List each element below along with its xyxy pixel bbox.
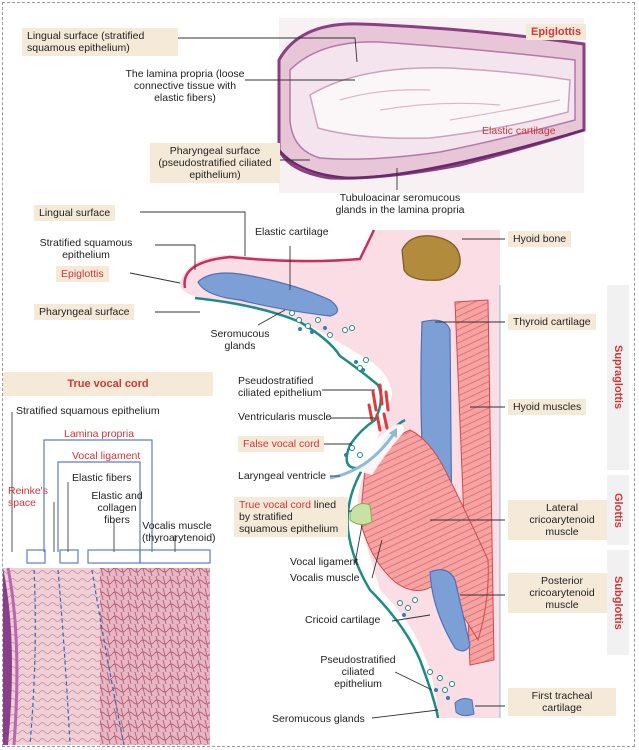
label-pharyngeal-surface-pseudo: Pharyngeal surface (pseudostratified cil… [150, 143, 280, 183]
label-thyroid-cartilage: Thyroid cartilage [508, 314, 596, 330]
label-pseudostratified-epithelium: Pseudostratified ciliated epithelium [238, 375, 322, 399]
label-hyoid-bone: Hyoid bone [508, 231, 572, 247]
label-lateral-cricoarytenoid: Lateral cricoarytenoid muscle [508, 500, 616, 540]
label-cord-vocal-ligament: Vocal ligament [72, 450, 141, 462]
epiglottis-title: Epiglottis [526, 24, 587, 40]
label-vocal-ligament: Vocal ligament [290, 556, 359, 568]
label-seromucous-glands-lower: Seromucous glands [272, 713, 365, 725]
label-cord-vocalis: Vocalis muscle (thyroarytenoid) [142, 520, 216, 544]
vocal-cord-micrograph [3, 412, 211, 746]
label-cord-stratified: Stratified squamous epithelium [16, 405, 160, 417]
epiglottis-micrograph [277, 18, 586, 193]
label-elastic-collagen: Elastic and collagen fibers [91, 490, 143, 526]
region-glottis: Glottis [607, 475, 629, 545]
label-laryngeal-ventricle: Laryngeal ventricle [238, 470, 327, 482]
true-vocal-cord-title: True vocal cord [3, 372, 213, 396]
label-vocalis-muscle: Vocalis muscle [290, 572, 360, 584]
label-hyoid-muscles: Hyoid muscles [508, 399, 587, 415]
label-first-tracheal-cartilage: First tracheal cartilage [508, 688, 616, 716]
label-pharyngeal-surface: Pharyngeal surface [34, 304, 135, 320]
label-seromucous-glands: Seromucous glands [210, 328, 270, 352]
label-elastic-fibers: Elastic fibers [72, 472, 132, 484]
label-true-vocal-cord-lined: True vocal cord lined by stratified squa… [234, 497, 348, 537]
larynx-section [179, 229, 501, 719]
label-elastic-cartilage-micro: Elastic cartilage [482, 125, 556, 137]
label-tubuloacinar-glands: Tubuloacinar seromucous glands in the la… [335, 192, 465, 216]
label-epiglottis: Epiglottis [56, 266, 109, 282]
label-false-vocal-cord: False vocal cord [238, 436, 325, 452]
label-cricoid-cartilage: Cricoid cartilage [305, 614, 381, 626]
label-ventricularis-muscle: Ventricularis muscle [238, 411, 332, 423]
region-subglottis: Subglottis [607, 550, 629, 655]
true-cord-highlight: True vocal cord [239, 499, 311, 511]
leader-lines [129, 37, 505, 719]
label-lingual-surface: Lingual surface [34, 205, 116, 221]
region-supraglottis: Supraglottis [607, 285, 629, 470]
label-lamina-propria: The lamina propria (loose connective tis… [125, 68, 245, 104]
label-pseudostratified-epithelium-lower: Pseudostratified ciliated epithelium [320, 654, 396, 690]
true-cord-rest: lined by stratified squamous epithelium [239, 499, 339, 535]
label-cord-lamina-propria: Lamina propria [64, 428, 135, 440]
label-posterior-cricoarytenoid: Posterior cricoarytenoid muscle [508, 573, 616, 613]
label-stratified-squamous: Stratified squamous epithelium [39, 237, 133, 261]
label-elastic-cartilage: Elastic cartilage [255, 226, 329, 238]
label-lingual-surface-stratified: Lingual surface (stratified squamous epi… [22, 28, 178, 56]
label-reinkes-space: Reinke's space [8, 485, 48, 509]
